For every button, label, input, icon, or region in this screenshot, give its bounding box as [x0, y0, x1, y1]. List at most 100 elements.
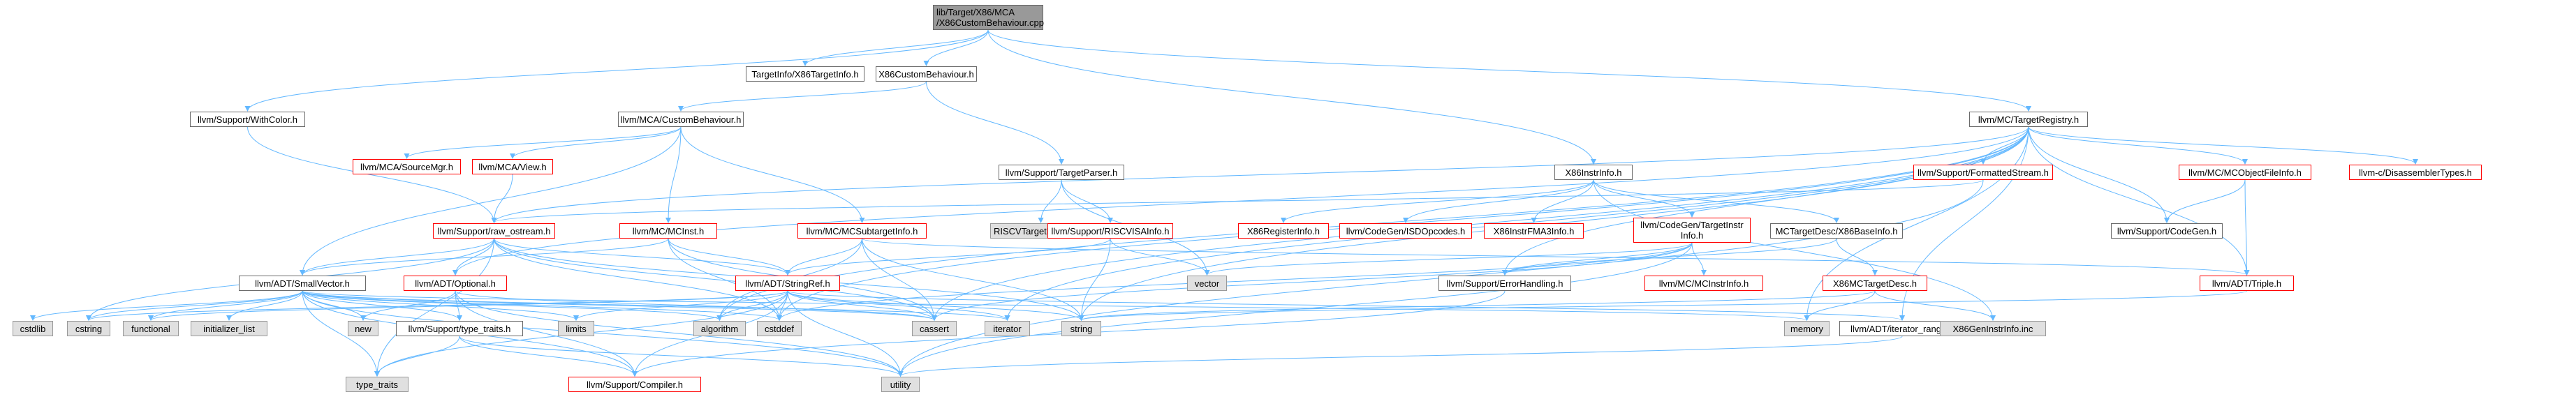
edge-stringref-to-string: [787, 290, 1084, 321]
node-mcinstrinfo[interactable]: llvm/MC/MCInstrInfo.h: [1644, 276, 1763, 291]
node-cassert: cassert: [912, 321, 957, 336]
edge-riscvisainfo-to-vector: [1110, 238, 1210, 276]
node-compiler[interactable]: llvm/Support/Compiler.h: [568, 377, 701, 392]
edge-x86mctargetdesc-to-x86geninstrinfo: [1874, 290, 1996, 321]
edge-smallvector-to-utility: [302, 290, 904, 377]
edge-mcsubtargetinfo-to-string: [862, 238, 1084, 321]
edge-targetparser-to-riscvtargetparser: [1038, 179, 1062, 223]
node-disassemblertypes[interactable]: llvm-c/DisassemblerTypes.h: [2349, 165, 2482, 180]
node-x86registerinfo[interactable]: X86RegisterInfo.h: [1238, 223, 1329, 239]
node-formattedstream[interactable]: llvm/Support/FormattedStream.h: [1913, 165, 2053, 180]
edge-codegen_targetinstrinfo-to-vector: [1204, 242, 1693, 276]
node-initializer-list: initializer_list: [191, 321, 267, 336]
node-targetparser[interactable]: llvm/Support/TargetParser.h: [999, 165, 1124, 180]
edge-smallvector-to-cstddef: [302, 290, 782, 321]
edge-x86custombehaviour-to-mca_custombehaviour: [678, 81, 927, 112]
edge-targetparser-to-riscvisainfo: [1061, 179, 1113, 223]
node-mca-sourcemgr[interactable]: llvm/MCA/SourceMgr.h: [353, 159, 461, 174]
edge-stringref-to-iterator: [787, 290, 1010, 321]
edge-stringref-to-functional: [148, 290, 788, 321]
edge-targetregistry-to-raw_ostream: [491, 126, 2029, 223]
node-functional: functional: [123, 321, 179, 336]
node-limits: limits: [558, 321, 594, 336]
node-cstring: cstring: [67, 321, 110, 336]
node-vector: vector: [1187, 276, 1227, 291]
node-support-codegen[interactable]: llvm/Support/CodeGen.h: [2111, 223, 2223, 239]
node-raw-ostream[interactable]: llvm/Support/raw_ostream.h: [433, 223, 555, 239]
edge-smallvector-to-cassert: [302, 290, 937, 321]
node-cstddef: cstddef: [757, 321, 802, 336]
node-targetregistry[interactable]: llvm/MC/TargetRegistry.h: [1969, 112, 2088, 127]
edge-smallvector-to-type_traits: [302, 290, 380, 377]
edge-x86mctargetdesc-to-string: [1078, 290, 1876, 321]
edge-triple-to-string: [1079, 290, 2247, 321]
edge-root-to-withcolor: [244, 29, 989, 112]
node-memory: memory: [1784, 321, 1830, 336]
node-mcsubtargetinfo[interactable]: llvm/MC/MCSubtargetInfo.h: [797, 223, 927, 239]
node-riscvisainfo[interactable]: llvm/Support/RISCVISAInfo.h: [1047, 223, 1173, 239]
edge-smallvector-to-cstring: [86, 290, 303, 321]
node-codegen-targetinstrinfo[interactable]: llvm/CodeGen/TargetInstr Info.h: [1633, 218, 1751, 243]
node-root-file: lib/Target/X86/MCA /X86CustomBehaviour.c…: [933, 5, 1044, 30]
edge-type_traits_h-to-utility: [459, 336, 904, 377]
edge-withcolor-to-raw_ostream: [247, 126, 497, 223]
edge-x86instrinfo-to-codegen_targetinstrinfo: [1593, 179, 1695, 218]
edge-smallvector-to-functional: [148, 290, 303, 321]
edge-root-to-targetregistry: [987, 29, 2031, 112]
edge-raw_ostream-to-optional: [452, 238, 494, 276]
edge-x86instrinfo-to-isdopcodes: [1403, 179, 1594, 223]
edge-smallvector-to-algorithm: [302, 290, 723, 321]
node-support-type-traits[interactable]: llvm/Support/type_traits.h: [396, 321, 523, 336]
edge-mcobjectfileinfo-to-triple: [2244, 179, 2250, 276]
node-x86targetinfo[interactable]: TargetInfo/X86TargetInfo.h: [746, 66, 864, 82]
edge-smallvector-to-iterator: [302, 290, 1010, 321]
edge-raw_ostream-to-cstddef: [494, 238, 782, 321]
edge-mca_custombehaviour-to-mcinst: [665, 126, 682, 223]
node-errorhandling[interactable]: llvm/Support/ErrorHandling.h: [1438, 276, 1571, 291]
edge-type_traits_h-to-compiler: [459, 336, 638, 377]
node-withcolor[interactable]: llvm/Support/WithColor.h: [190, 112, 305, 127]
node-utility: utility: [881, 377, 920, 392]
node-new: new: [348, 321, 378, 336]
node-mcinst[interactable]: llvm/MC/MCInst.h: [619, 223, 717, 239]
edge-codegen_targetinstrinfo-to-cassert: [932, 242, 1693, 321]
node-mca-view[interactable]: llvm/MCA/View.h: [472, 159, 553, 174]
node-optional[interactable]: llvm/ADT/Optional.h: [404, 276, 507, 291]
edge-stringref-to-limits: [573, 290, 788, 321]
node-x86custombehaviour[interactable]: X86CustomBehaviour.h: [876, 66, 977, 82]
edge-smallvector-to-memory: [302, 290, 1809, 321]
node-type-traits: type_traits: [346, 377, 409, 392]
node-string: string: [1061, 321, 1101, 336]
edge-x86mctargetdesc-to-memory: [1804, 290, 1876, 321]
node-x86baseinfo[interactable]: MCTargetDesc/X86BaseInfo.h: [1770, 223, 1903, 239]
edge-targetregistry-to-memory: [1804, 126, 2029, 321]
node-cstdlib: cstdlib: [13, 321, 53, 336]
node-iterator-range[interactable]: llvm/ADT/iterator_range.h: [1839, 321, 1965, 336]
edge-root-to-x86instrinfo: [987, 29, 1596, 165]
edge-x86instrinfo-to-x86instrfma3info: [1531, 179, 1594, 223]
node-mca-custombehaviour[interactable]: llvm/MCA/CustomBehaviour.h: [618, 112, 744, 127]
edge-raw_ostream-to-stringref: [494, 238, 790, 276]
edge-mcsubtargetinfo-to-triple: [862, 238, 2249, 276]
node-x86instrfma3info[interactable]: X86InstrFMA3Info.h: [1484, 223, 1584, 239]
edge-mcobjectfileinfo-to-support_codegen: [2164, 179, 2246, 223]
node-smallvector[interactable]: llvm/ADT/SmallVector.h: [239, 276, 366, 291]
edge-codegen_targetinstrinfo-to-errorhandling: [1502, 242, 1693, 276]
node-isdopcodes[interactable]: llvm/CodeGen/ISDOpcodes.h: [1339, 223, 1472, 239]
node-x86mctargetdesc[interactable]: X86MCTargetDesc.h: [1823, 276, 1927, 291]
edge-targetregistry-to-triple: [2028, 126, 2250, 276]
edge-mca_custombehaviour-to-mca_sourcemgr: [404, 126, 682, 159]
edge-type_traits_h-to-type_traits: [374, 336, 460, 377]
edge-x86instrinfo-to-x86registerinfo: [1281, 179, 1594, 223]
edge-raw_ostream-to-smallvector: [300, 238, 494, 276]
edge-riscvisainfo-to-string: [1078, 238, 1111, 321]
node-mcobjectfileinfo[interactable]: llvm/MC/MCObjectFileInfo.h: [2179, 165, 2311, 180]
node-triple[interactable]: llvm/ADT/Triple.h: [2200, 276, 2294, 291]
node-x86instrinfo[interactable]: X86InstrInfo.h: [1554, 165, 1633, 180]
node-stringref[interactable]: llvm/ADT/StringRef.h: [735, 276, 840, 291]
edge-targetregistry-to-disassemblertypes: [2028, 126, 2418, 165]
edge-codegen_targetinstrinfo-to-mcinstrinfo: [1691, 242, 1707, 276]
edge-optional-to-utility: [455, 290, 904, 377]
edge-x86custombehaviour-to-targetparser: [926, 81, 1064, 165]
